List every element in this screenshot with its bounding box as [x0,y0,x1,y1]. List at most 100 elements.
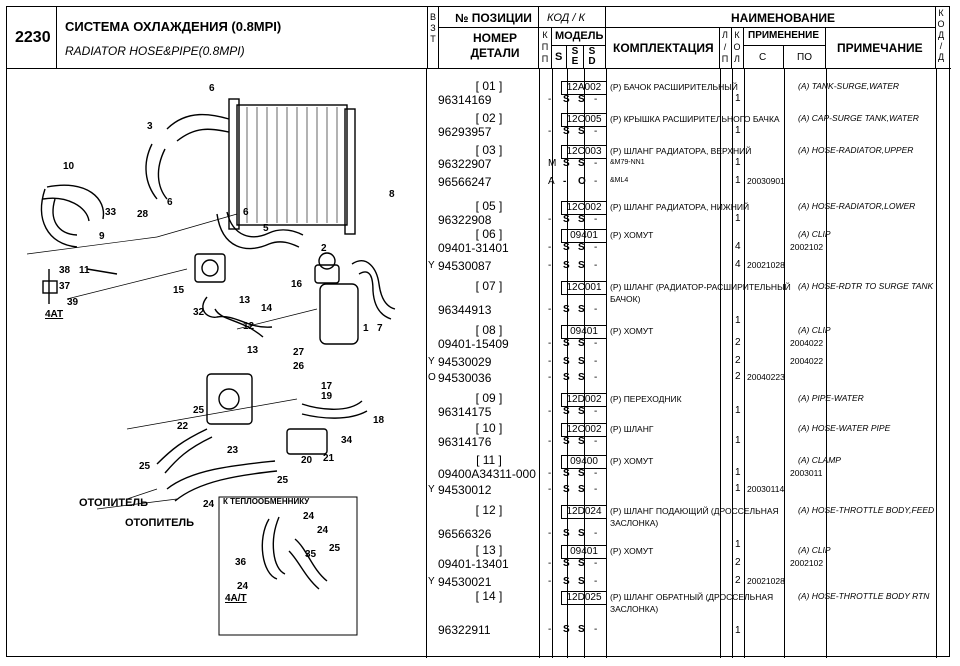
callout-28: 28 [137,209,149,220]
callout-33: 33 [105,207,117,218]
row-qty: 1 [735,467,741,478]
row-ref: [ 03 ] [475,143,503,157]
callout-20: 20 [301,455,313,466]
row-se: S [578,372,585,383]
callout-8a: 8 [389,189,395,200]
row-ru: (P) ШЛАНГ (РАДИАТОР-РАСШИРИТЕЛЬНЫЙ БАЧОК… [610,282,791,304]
row-pn: 09401-31401 [438,241,509,255]
row-s: S [563,576,570,587]
row-s: S [563,484,570,495]
row-pn: 94530012 [438,483,492,497]
row-qty: 4 [735,259,741,270]
row-kpp: - [548,356,552,367]
row-se: S [578,304,585,315]
col-position-header: № ПОЗИЦИИ [455,11,532,25]
callout-22: 22 [177,421,189,432]
row-code: 09401 [561,229,607,243]
row-note: &ML4 [610,177,629,184]
row-code: 12C005 [561,113,607,127]
row-qty: 1 [735,125,741,136]
col-model-s: S [555,51,563,63]
row-kpp: - [548,406,552,417]
row-to: 2003011 [790,468,823,478]
col-name-header: НАИМЕНОВАНИЕ [731,11,835,25]
row-se: O [578,176,586,187]
callout-24c: 24 [317,525,329,536]
row-s: S [563,94,570,105]
row-sd: - [594,528,598,539]
row-pn: 96322908 [438,213,492,227]
callout-4at: 4AT [45,309,64,320]
col-usage-to: ПО [797,52,812,63]
row-kpp: - [548,260,552,271]
row-ref: [ 11 ] [476,453,502,467]
col-model-sd: S D [588,46,596,67]
row-qty: 2 [735,575,741,586]
callout-21: 21 [323,453,335,464]
row-pn: 09401-13401 [438,557,509,571]
row-kpp: - [548,436,552,447]
callout-6a: 6 [209,83,215,94]
row-ru: (P) ХОМУТ [610,326,654,336]
callout-32: 32 [193,307,205,318]
row-qty: 2 [735,557,741,568]
row-en: (A) HOSE-THROTTLE BODY,FEED [798,505,935,515]
row-pn: 96314169 [438,93,492,107]
row-pn: 94530021 [438,575,492,589]
row-se: S [578,214,585,225]
row-se: S [578,260,585,271]
row-to: 2004022 [790,338,824,348]
row-sd: - [594,338,598,349]
callout-15: 15 [173,285,185,296]
heat-exchanger-label: К ТЕПЛООБМЕННИКУ [223,497,310,506]
row-ru: (P) БАЧОК РАСШИРИТЕЛЬНЫЙ [610,82,738,92]
row-ref: [ 10 ] [475,421,503,435]
callout-12: 12 [243,321,255,332]
row-ref: [ 09 ] [475,391,503,405]
row-to: 2002102 [790,242,824,252]
row-kpp: - [548,484,552,495]
row-code: 09401 [561,545,607,559]
row-qty: 4 [735,241,741,252]
callout-5: 5 [263,223,269,234]
callout-34: 34 [341,435,353,446]
row-sd: - [594,242,598,253]
col-kol-2: О [733,42,741,52]
col-kol-3: Л [734,54,740,64]
row-en: (A) HOSE-THROTTLE BODY RTN [798,591,930,601]
row-sd: - [594,484,598,495]
row-pn: 96322907 [438,157,492,171]
callout-13b: 13 [247,345,259,356]
row-ru: (P) ШЛАНГ ПОДАЮЩИЙ (ДРОССЕЛЬНАЯ ЗАСЛОНКА… [610,506,779,528]
col-part-number-header: НОМЕР ДЕТАЛИ [470,31,520,60]
callout-7: 7 [377,323,383,334]
row-sd: - [594,468,598,479]
row-pn: 94530036 [438,371,492,385]
row-en: (A) CLAMP [798,455,841,465]
col-kol-1: К [734,30,740,40]
row-ru: (P) ХОМУТ [610,230,654,240]
col-kod-4: / [939,41,943,51]
row-qty: 1 [735,483,741,494]
col-lp-1: Л [722,30,728,40]
col-kod-2: О [937,19,945,29]
row-code: 12C002 [561,423,607,437]
row-qty: 1 [735,213,741,224]
col-kpp-1: К [542,30,548,40]
row-en: (A) HOSE-RADIATOR,UPPER [798,145,914,155]
row-se: S [578,468,585,479]
row-qty: 1 [735,175,741,186]
row-ref: [ 06 ] [475,227,503,241]
col-note-header: ПРИМЕЧАНИЕ [837,41,923,55]
callout-26: 26 [293,361,305,372]
row-y: Y [428,356,435,367]
row-en: (A) CLIP [798,545,831,555]
row-sd: - [594,576,598,587]
row-sd: - [594,304,598,315]
row-pn: 09401-15409 [438,337,509,351]
row-qty: 1 [735,405,741,416]
row-qty: 2 [735,337,741,348]
col-vzt-1: В [429,12,436,22]
row-sd: - [594,158,598,169]
row-from: 20040223 [747,372,785,382]
